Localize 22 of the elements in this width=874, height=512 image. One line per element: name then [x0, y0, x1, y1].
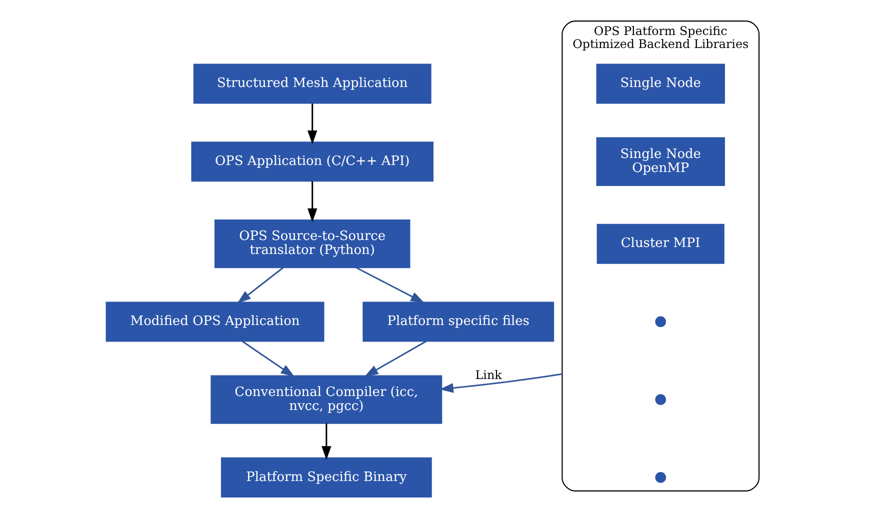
node-box: Single Node — [596, 64, 725, 104]
node-circle — [655, 472, 666, 483]
node-box: Cluster MPI — [596, 224, 724, 264]
node-circle — [655, 394, 666, 405]
node-box: Platform specific files — [362, 302, 554, 342]
arrow — [242, 340, 295, 377]
arrow — [308, 104, 318, 144]
node-box: OPS Application (C/C++ API) — [191, 142, 434, 182]
arrow — [364, 340, 426, 377]
arrow — [356, 266, 424, 304]
arrow — [308, 181, 318, 222]
node-box: Single Node OpenMP — [596, 137, 725, 186]
node-box: Structured Mesh Application — [193, 64, 432, 104]
arrow — [237, 267, 284, 304]
node-box: Modified OPS Application — [106, 302, 324, 342]
node-box: Conventional Compiler (icc, nvcc, pgcc) — [210, 375, 442, 424]
arrow — [322, 423, 332, 460]
node-box: Platform Specific Binary — [220, 457, 432, 498]
arrow — [440, 373, 562, 393]
node-circle — [655, 316, 666, 328]
node-box: OPS Source-to-Source translator (Python) — [214, 220, 410, 268]
edge-label: Link — [475, 368, 502, 382]
